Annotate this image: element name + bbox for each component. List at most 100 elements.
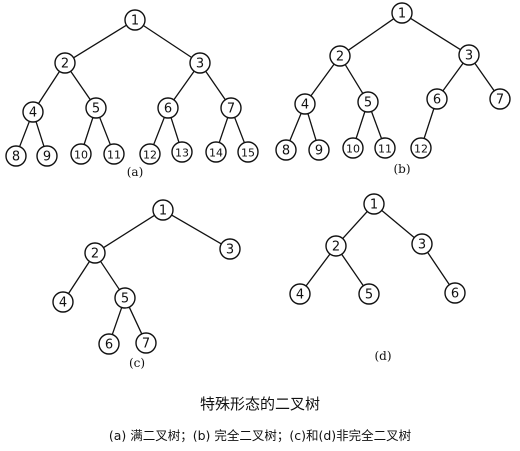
tree-node: 15	[237, 141, 259, 163]
tree-node: 4	[294, 93, 316, 115]
node-circle	[374, 137, 396, 159]
node-circle	[294, 93, 316, 115]
node-circle	[36, 145, 58, 167]
tree-node: 11	[374, 137, 396, 159]
tree-edge	[73, 24, 127, 59]
node-label: 1	[370, 198, 378, 213]
tree-node: 13	[171, 141, 193, 163]
tree-node: 4	[289, 283, 311, 305]
tree-edge	[289, 112, 302, 142]
node-label: 10	[74, 149, 88, 162]
node-circle	[444, 282, 466, 304]
node-label: 3	[196, 57, 204, 72]
node-circle	[275, 139, 297, 161]
tree-node: 8	[5, 145, 27, 167]
figure-subtitle: (a) 满二叉树；(b) 完全二叉树；(c)和(d)非完全二叉树	[108, 428, 412, 443]
tree-node: 7	[489, 88, 511, 110]
tree-label: (c)	[129, 356, 145, 370]
node-label: 4	[296, 288, 304, 303]
node-label: 2	[336, 50, 344, 65]
tree-edge	[153, 117, 165, 145]
node-circle	[391, 2, 413, 24]
node-circle	[22, 101, 44, 123]
node-label: 2	[91, 247, 99, 262]
tree-node: 5	[357, 91, 379, 113]
node-label: 8	[12, 150, 20, 165]
node-circle	[308, 139, 330, 161]
node-label: 10	[346, 143, 360, 156]
tree-node: 6	[426, 88, 448, 110]
tree-edge	[370, 111, 383, 139]
node-label: 12	[143, 149, 157, 162]
node-circle	[289, 283, 311, 305]
node-label: 7	[142, 337, 150, 352]
tree-node: 6	[157, 97, 179, 119]
node-label: 8	[282, 144, 290, 159]
tree-edge	[37, 71, 61, 104]
tree-node: 6	[444, 282, 466, 304]
tree-edge	[103, 214, 155, 249]
tree-node: 8	[275, 139, 297, 161]
node-label: 5	[364, 96, 372, 111]
tree-node: 3	[189, 52, 211, 74]
node-label: 13	[175, 147, 189, 160]
node-label: 1	[131, 14, 139, 29]
node-label: 1	[159, 204, 167, 219]
node-label: 6	[105, 338, 113, 353]
tree-edge	[70, 70, 91, 101]
tree-edge	[170, 117, 180, 143]
tree-node: 4	[22, 101, 44, 123]
tree-edge	[307, 113, 317, 141]
tree-node: 1	[391, 2, 413, 24]
node-label: 11	[107, 149, 121, 162]
node-label: 5	[121, 292, 129, 307]
tree-node: 7	[220, 97, 242, 119]
node-circle	[152, 199, 174, 221]
node-label: 1	[398, 7, 406, 22]
node-circle	[357, 91, 379, 113]
tree-edge	[142, 24, 193, 59]
tree-label: (a)	[127, 165, 144, 179]
node-circle	[220, 97, 242, 119]
tree-node: 5	[358, 283, 380, 305]
node-circle	[70, 143, 92, 165]
tree-node: 5	[114, 287, 136, 309]
node-circle	[329, 45, 351, 67]
tree-edge	[442, 62, 464, 92]
tree-node: 3	[411, 233, 433, 255]
node-circle	[54, 52, 76, 74]
tree-edge	[111, 307, 123, 335]
tree-edge	[305, 253, 331, 287]
node-label: 12	[414, 143, 428, 156]
node-circle	[157, 97, 179, 119]
node-label: 7	[496, 93, 504, 108]
node-label: 9	[43, 150, 51, 165]
tree-label: (d)	[374, 349, 391, 363]
tree-edge	[67, 261, 91, 294]
tree-edge	[341, 253, 364, 287]
node-label: 4	[29, 106, 37, 121]
tree-node: 6	[98, 333, 120, 355]
node-circle	[189, 52, 211, 74]
node-label: 2	[332, 240, 340, 255]
tree-edge	[410, 17, 461, 51]
tree-edge	[381, 209, 415, 239]
node-label: 6	[451, 287, 459, 302]
node-circle	[426, 88, 448, 110]
node-circle	[411, 233, 433, 255]
node-circle	[5, 145, 27, 167]
figure-title: 特殊形态的二叉树	[199, 395, 320, 413]
tree-edge	[35, 121, 45, 147]
tree-edge	[347, 18, 395, 51]
tree-edge	[310, 63, 335, 97]
node-circle	[103, 143, 125, 165]
tree-label: (b)	[393, 162, 410, 176]
node-label: 3	[418, 238, 426, 253]
node-label: 3	[465, 49, 473, 64]
tree-node: 3	[219, 238, 241, 260]
node-circle	[237, 141, 259, 163]
